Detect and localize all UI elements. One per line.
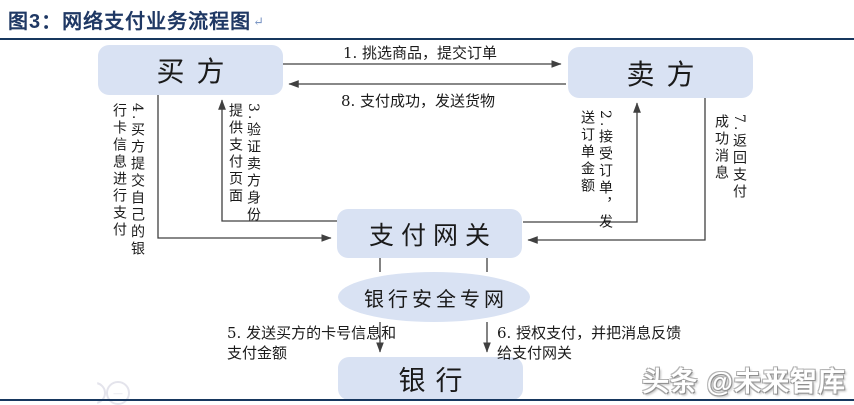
node-payment-gateway: 支付网关 (337, 209, 522, 258)
figure-title: 图3：网络支付业务流程图 (8, 11, 252, 33)
title-divider (0, 38, 854, 40)
edge-1-label: 1. 挑选商品，提交订单 (342, 44, 498, 62)
edge-7-line (527, 98, 706, 244)
node-bank-secure-network: 银行安全专网 (338, 272, 530, 322)
node-bank: 银行 (338, 357, 523, 400)
edge-4-label: 4.买方提交自己的银 行卡信息进行支付 (111, 103, 145, 259)
edge-7-label: 7.返回支付 成功消息 (713, 114, 747, 202)
bottom-divider (0, 399, 854, 401)
paragraph-return-mark-icon: ↵ (253, 15, 265, 30)
edge-5-label: 5. 发送买方的卡号信息和 支付金额 (227, 324, 397, 362)
edge-3-label: 3.验证卖方身份 提供支付页面 (227, 103, 261, 225)
toutiao-watermark: 头条 @未来智库 (642, 367, 846, 397)
edge-2-line (523, 102, 641, 223)
figure-header: 图3：网络支付业务流程图↵ (8, 5, 264, 34)
edge-4-line (157, 95, 332, 242)
edge-8-label: 8. 支付成功，发送货物 (340, 92, 496, 110)
faded-circle-icon: — (106, 381, 130, 405)
node-seller: 卖方 (568, 47, 753, 98)
edge-3-line (218, 99, 337, 222)
edge-6-label: 6. 授权支付，并把消息反馈 给支付网关 (497, 324, 682, 362)
edge-2-label: 2.接受订单，发 送订单金额 (579, 110, 613, 232)
node-buyer: 买方 (98, 45, 283, 95)
